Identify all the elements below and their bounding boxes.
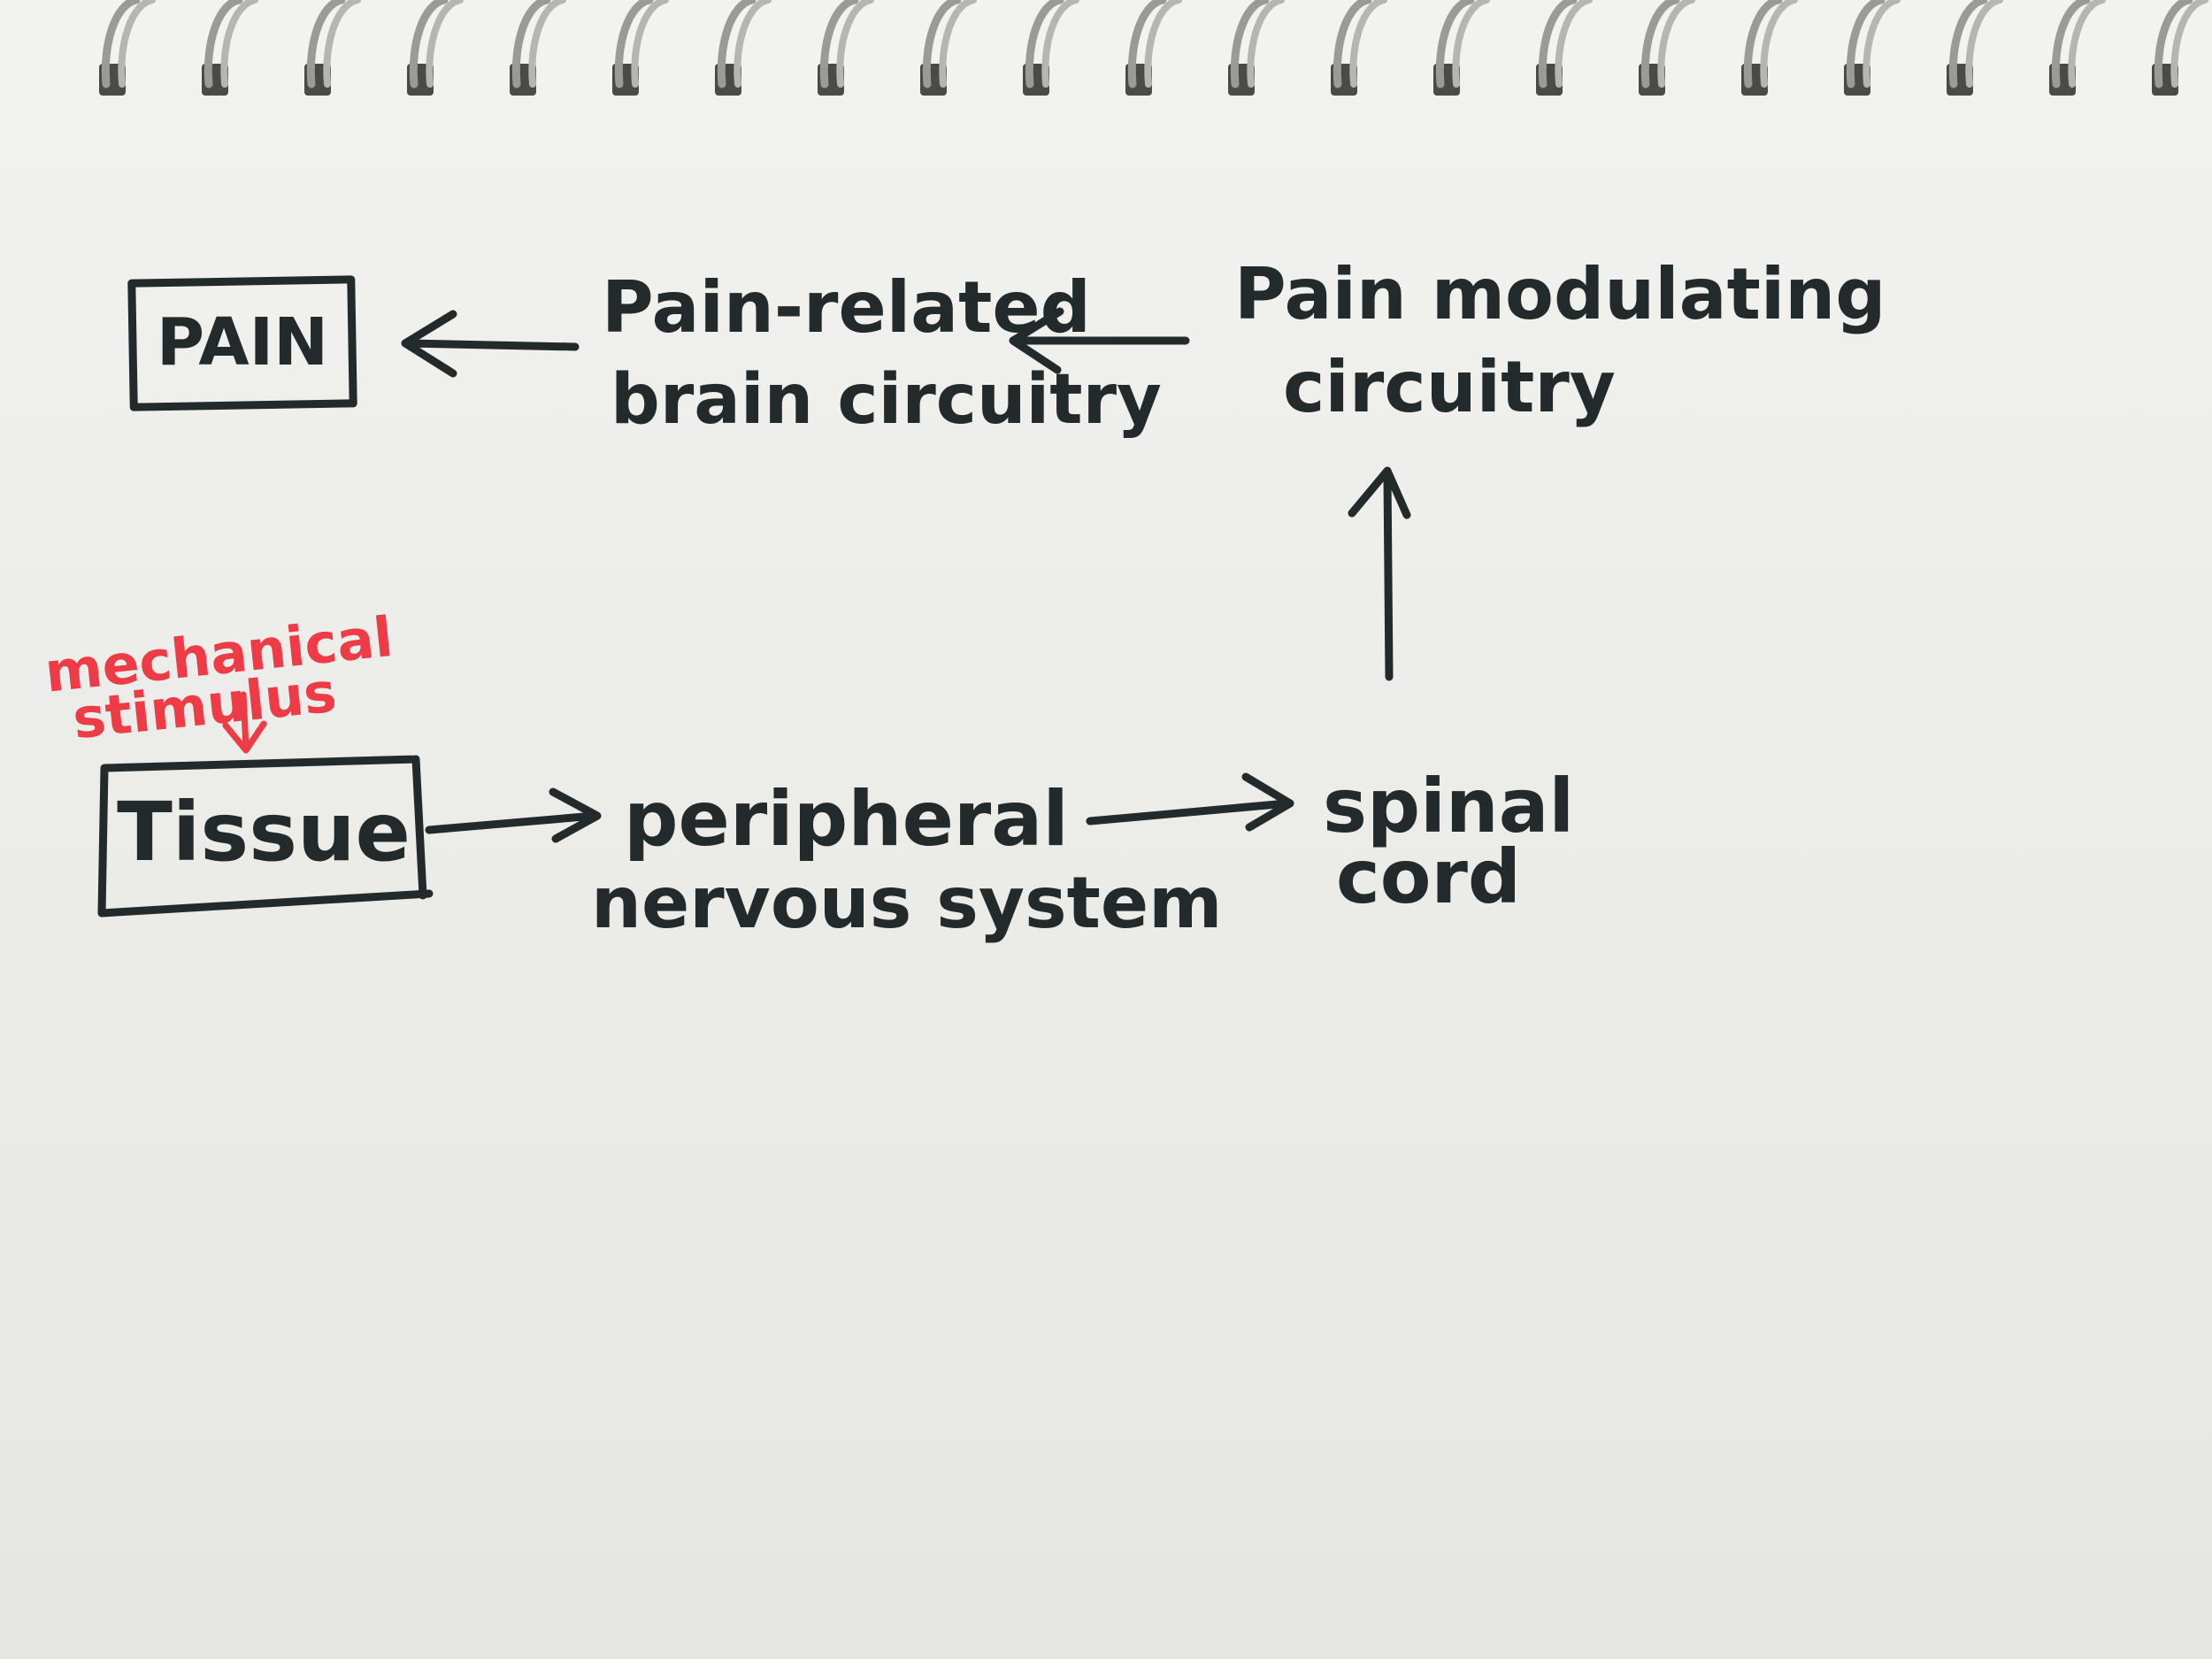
tissue-label: Tissue xyxy=(117,785,411,879)
binding-ring xyxy=(1247,0,1285,88)
node-peripheral-nervous-system: peripheral nervous system xyxy=(591,775,1222,944)
binding-ring xyxy=(2170,0,2208,88)
binding-ring xyxy=(409,0,449,88)
binding-ring xyxy=(922,0,962,88)
binding-ring xyxy=(631,0,669,88)
binding-ring xyxy=(1333,0,1372,88)
node-spinal-cord: spinal cord xyxy=(1323,763,1574,920)
spinal-label-line2: cord xyxy=(1336,833,1521,920)
binding-ring xyxy=(306,0,346,88)
pain-box xyxy=(127,275,357,411)
arrow-spinal-to-modulating xyxy=(1348,466,1411,681)
binding-ring xyxy=(1555,0,1593,88)
binding-ring xyxy=(1863,0,1901,88)
binding-ring xyxy=(426,0,464,88)
node-tissue: Tissue xyxy=(97,755,434,918)
arrow-modulating-to-brain xyxy=(1009,307,1190,374)
binding-ring xyxy=(1144,0,1182,88)
binding-ring xyxy=(2068,0,2106,88)
binding-ring xyxy=(1760,0,1798,88)
binding-ring xyxy=(1538,0,1578,88)
spinal-label-line1: spinal xyxy=(1323,763,1574,849)
binding-ring xyxy=(204,0,243,88)
binding-ring xyxy=(733,0,772,88)
binding-ring xyxy=(1230,0,1270,88)
binding-ring xyxy=(1640,0,1680,88)
binding-ring xyxy=(1743,0,1783,88)
brain-label-line1: Pain-related xyxy=(602,266,1091,349)
binding-ring xyxy=(1452,0,1490,88)
node-pain: PAIN xyxy=(127,275,357,411)
arrow-brain-to-pain xyxy=(401,310,580,378)
binding-ring xyxy=(1435,0,1475,88)
pain-label: PAIN xyxy=(157,304,328,380)
spiral-binding xyxy=(99,0,2208,96)
peripheral-label-line2: nervous system xyxy=(591,862,1222,944)
binding-ring xyxy=(528,0,566,88)
binding-ring xyxy=(511,0,551,88)
node-modulating-circuitry: Pain modulating circuitry xyxy=(1234,253,1886,428)
binding-ring xyxy=(220,0,258,88)
binding-ring xyxy=(614,0,654,88)
binding-ring xyxy=(836,0,874,88)
brain-label-line2: brain circuitry xyxy=(611,360,1162,440)
binding-ring xyxy=(1948,0,1988,88)
modulating-label-line1: Pain modulating xyxy=(1234,253,1886,335)
arrow-peripheral-to-spinal xyxy=(1086,772,1294,832)
binding-ring xyxy=(323,0,361,88)
binding-ring xyxy=(1025,0,1064,88)
binding-ring xyxy=(1965,0,2003,88)
stimulus-arrow xyxy=(222,691,267,754)
arrow-tissue-to-peripheral xyxy=(425,787,602,843)
peripheral-label-line1: peripheral xyxy=(624,775,1069,864)
binding-ring xyxy=(1127,0,1167,88)
binding-ring xyxy=(1349,0,1387,88)
node-brain-circuitry: Pain-related brain circuitry xyxy=(602,266,1162,440)
binding-ring xyxy=(2051,0,2091,88)
binding-ring xyxy=(819,0,859,88)
tissue-box xyxy=(97,755,434,918)
modulating-label-line2: circuitry xyxy=(1283,346,1616,428)
binding-ring xyxy=(1041,0,1079,88)
binding-ring xyxy=(1657,0,1695,88)
binding-ring xyxy=(118,0,156,88)
binding-ring xyxy=(2154,0,2193,88)
binding-ring xyxy=(101,0,141,88)
annotation-mechanical-stimulus: mechanical stimulus xyxy=(42,604,396,754)
binding-ring xyxy=(939,0,977,88)
binding-ring xyxy=(1846,0,1886,88)
binding-ring xyxy=(717,0,757,88)
